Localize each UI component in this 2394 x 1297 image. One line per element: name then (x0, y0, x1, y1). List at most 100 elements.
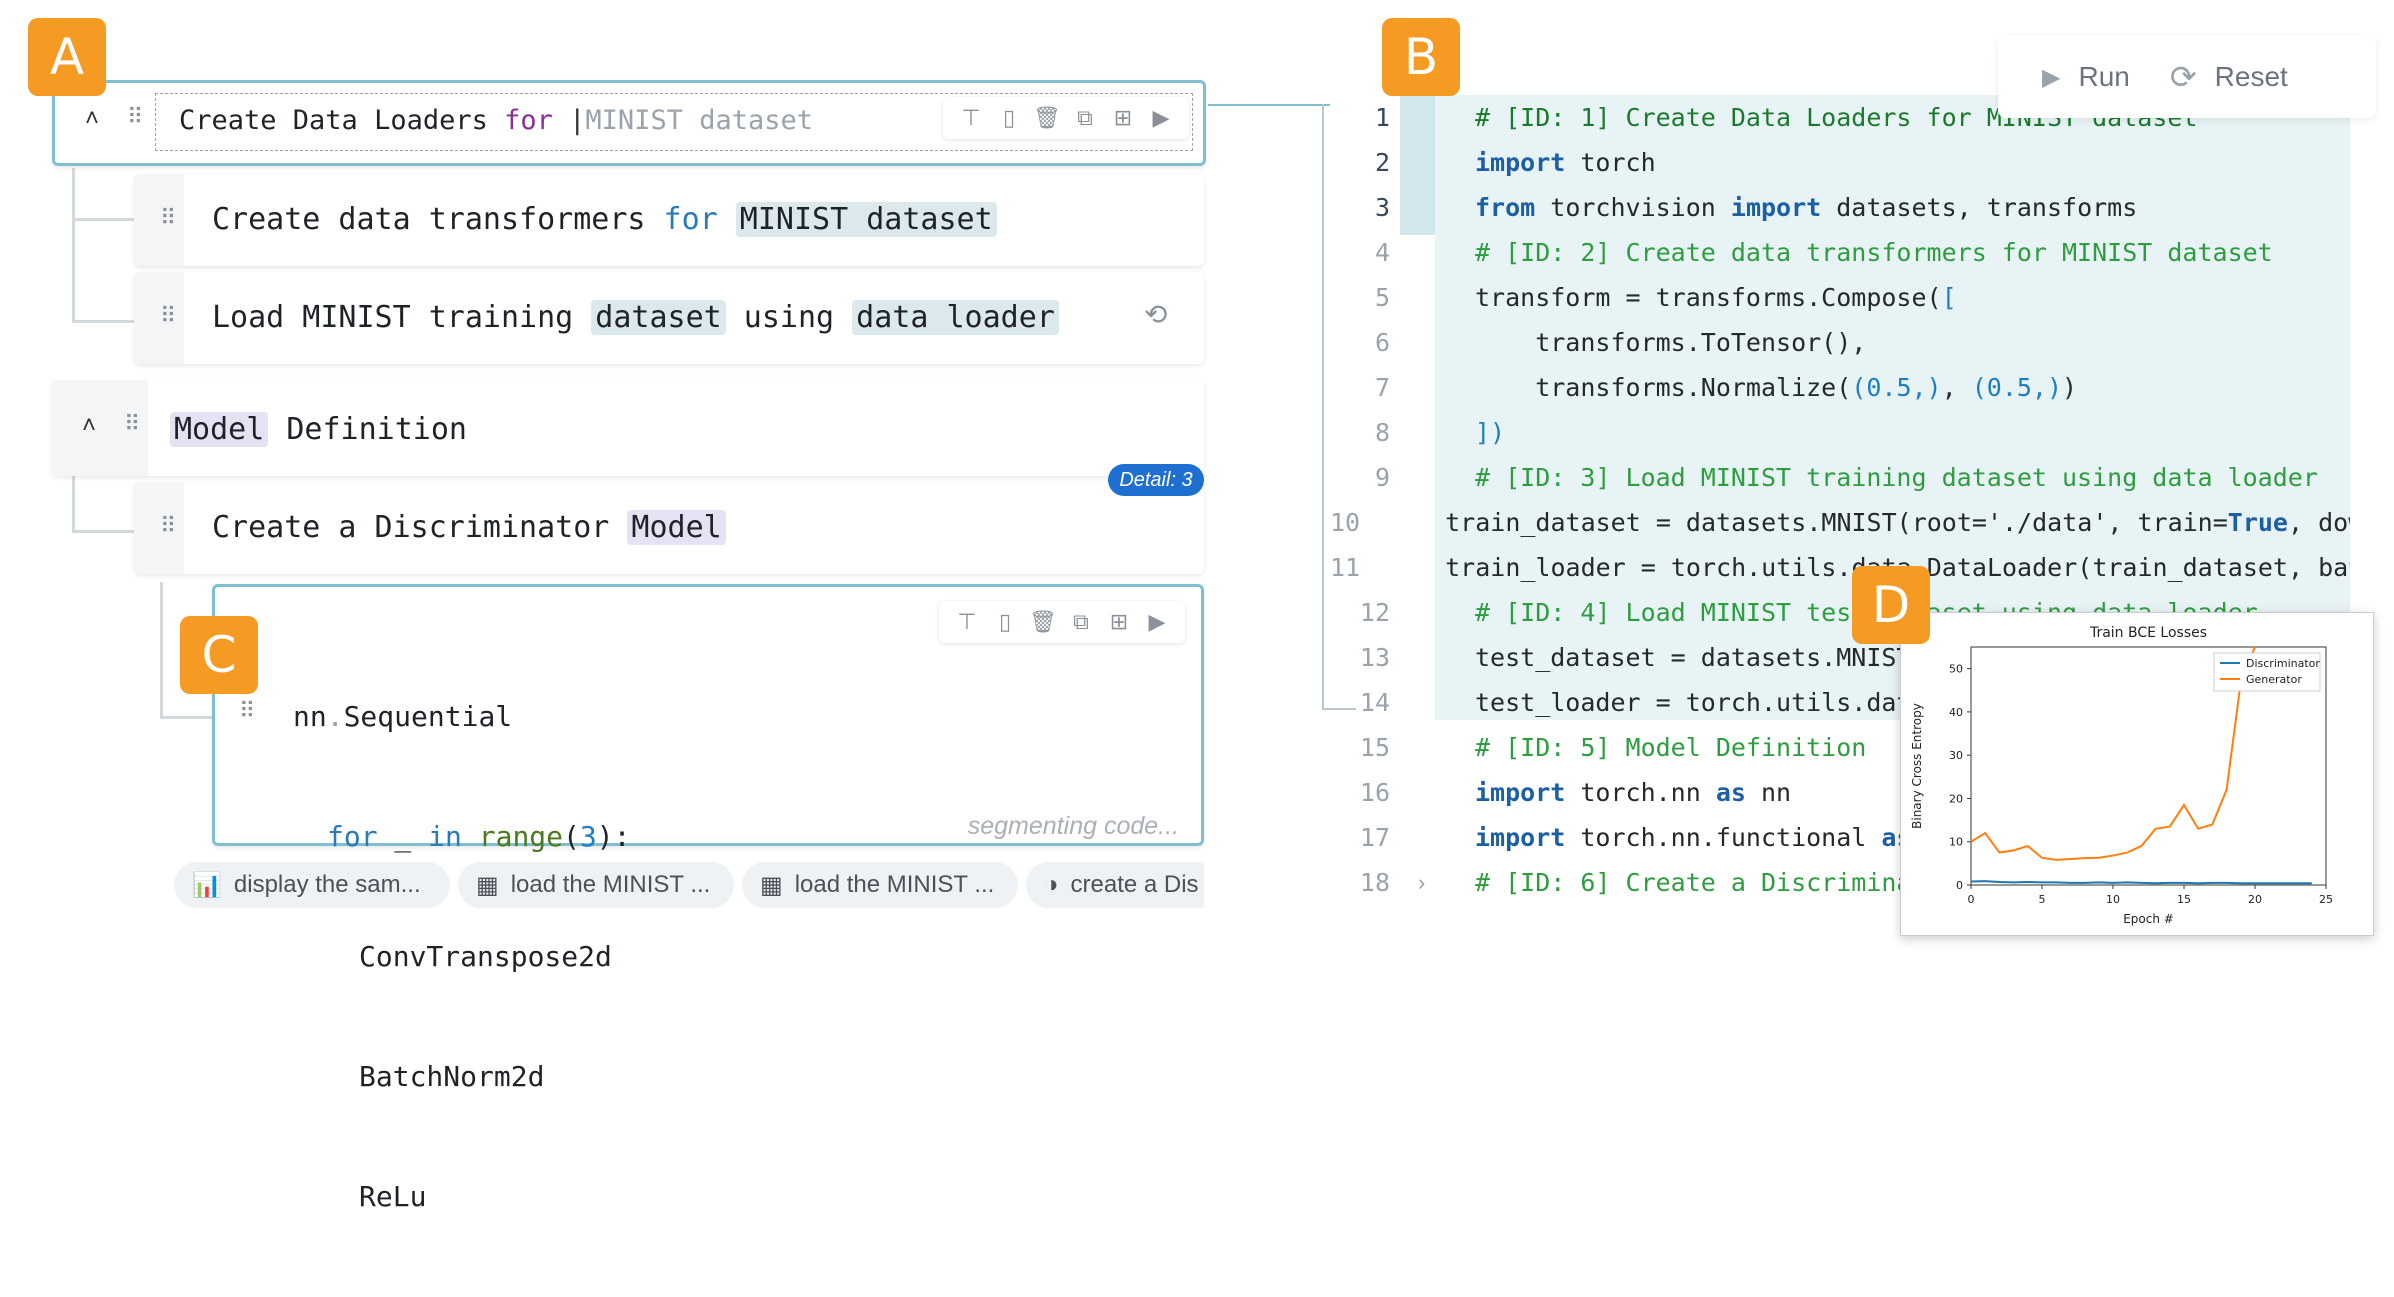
badge-b: B (1382, 18, 1460, 96)
legend-entry: Discriminator (2246, 657, 2320, 670)
code-line: 18›# [ID: 6] Create a Discriminato (1359, 868, 1942, 897)
x-tick-label: 25 (2319, 893, 2333, 906)
drag-handle-icon[interactable]: ⠿ (124, 412, 140, 437)
x-tick-label: 10 (2106, 893, 2120, 906)
cell-text: Create data transformers for MINIST data… (212, 202, 997, 237)
legend-entry: Generator (2246, 673, 2302, 686)
badge-a: A (28, 18, 106, 96)
suggestion-chip[interactable]: ◑create a Dis (1026, 862, 1204, 908)
expand-chevron-icon[interactable]: › (1418, 869, 1426, 895)
insert-column-icon[interactable]: ▯ (998, 609, 1012, 634)
code-highlight-bar (1400, 95, 1435, 235)
table-icon: ▦ (760, 871, 783, 899)
cell-toolbar: ⊤ ▯ 🗑 ⧉ ⊞ ▶ (943, 97, 1189, 139)
series-line-discriminator (1970, 880, 2312, 885)
cell-model-definition[interactable]: ˄ ⠿ Model Definition (52, 380, 1204, 476)
tree-line (72, 320, 134, 323)
y-tick-label: 10 (1949, 836, 1963, 849)
cell-text: Create a Discriminator Model (212, 510, 726, 545)
run-icon[interactable]: ▶ (1152, 105, 1170, 130)
tree-line (72, 168, 75, 323)
y-tick-label: 30 (1949, 749, 1963, 762)
connector-line (1208, 104, 1330, 106)
y-tick-label: 50 (1949, 663, 1963, 676)
code-line: 9# [ID: 3] Load MINIST training dataset … (1374, 463, 2318, 492)
x-tick-label: 5 (2039, 893, 2046, 906)
reset-button[interactable]: ⟳ Reset (2169, 59, 2288, 95)
tree-line (160, 716, 212, 719)
cell-text: Model Definition (170, 412, 467, 447)
drag-handle-icon[interactable]: ⠿ (127, 105, 143, 130)
tree-line (72, 530, 134, 533)
cell-text: Load MINIST training dataset using data … (212, 300, 1059, 335)
code-line: 4# [ID: 2] Create data transformers for … (1374, 238, 2273, 267)
code-cell[interactable]: ⊤ ▯ 🗑 ⧉ ⊞ ▶ nn.Sequential for _ in range… (212, 584, 1204, 1213)
collapse-chevron-icon[interactable]: ˄ (82, 412, 97, 439)
add-icon[interactable]: ⊞ (1113, 105, 1133, 130)
insert-column-icon[interactable]: ▯ (1002, 105, 1016, 130)
suggestion-chip[interactable]: 📊display the sam... (174, 862, 450, 908)
cell-create-discriminator[interactable]: ⠿ Create a Discriminator Model (134, 482, 1204, 574)
code-line: 8]) (1374, 418, 1506, 447)
code-line: 15# [ID: 5] Model Definition (1359, 733, 1867, 762)
cell-toolbar: ⊤ ▯ 🗑 ⧉ ⊞ ▶ (939, 601, 1185, 643)
run-panel: ▶ Run ⟳ Reset (1998, 36, 2376, 118)
history-icon[interactable]: ⟲ (1144, 299, 1168, 330)
drag-handle-icon[interactable]: ⠿ (239, 699, 255, 724)
collapse-chevron-icon[interactable]: ˄ (85, 105, 100, 132)
split-icon[interactable]: ⊤ (957, 609, 977, 634)
connector-line (1322, 104, 1324, 709)
code-line: 6 transforms.ToTensor(), (1374, 328, 1867, 357)
reset-icon: ⟳ (2169, 59, 2197, 95)
run-button[interactable]: ▶ Run (2042, 61, 2130, 92)
cell-title-text: Create Data Loaders for |MINIST dataset (179, 105, 813, 136)
drag-handle-icon[interactable]: ⠿ (160, 206, 176, 231)
tree-line (160, 582, 163, 718)
badge-d: D (1852, 566, 1930, 644)
tree-line (72, 218, 134, 221)
code-line: 7 transforms.Normalize((0.5,), (0.5,)) (1374, 373, 2078, 402)
connector-line (1322, 708, 1356, 710)
series-line-generator (1970, 646, 2256, 861)
x-axis-label: Epoch # (2123, 912, 2174, 926)
suggestion-chip[interactable]: ▦load the MINIST ... (742, 862, 1018, 908)
suggestion-chip[interactable]: ▦load the MINIST ... (458, 862, 734, 908)
segmenting-status: segmenting code... (967, 812, 1179, 840)
y-tick-label: 40 (1949, 706, 1963, 719)
y-tick-label: 0 (1956, 879, 1963, 892)
delete-icon[interactable]: 🗑 (1033, 105, 1061, 130)
drag-handle-icon[interactable]: ⠿ (160, 304, 176, 329)
add-icon[interactable]: ⊞ (1109, 609, 1129, 634)
drag-handle-icon[interactable]: ⠿ (160, 514, 176, 539)
cell-create-data-loaders[interactable]: ˄ ⠿ Create Data Loaders for |MINIST data… (52, 80, 1206, 166)
run-icon[interactable]: ▶ (1148, 609, 1166, 634)
copy-icon[interactable]: ⧉ (1077, 105, 1093, 130)
play-icon: ▶ (2042, 63, 2061, 91)
delete-icon[interactable]: 🗑 (1029, 609, 1057, 634)
bar-chart-icon: 📊 (192, 871, 222, 899)
x-tick-label: 15 (2177, 893, 2191, 906)
code-cell-content[interactable]: nn.Sequential for _ in range(3): ConvTra… (293, 700, 631, 1213)
table-icon: ▦ (476, 871, 499, 899)
split-icon[interactable]: ⊤ (961, 105, 981, 130)
y-tick-label: 20 (1949, 792, 1963, 805)
badge-c: C (180, 616, 258, 694)
cell-create-transformers[interactable]: ⠿ Create data transformers for MINIST da… (134, 174, 1204, 266)
y-axis-label: Binary Cross Entropy (1910, 703, 1924, 829)
tree-line (72, 476, 75, 532)
copy-icon[interactable]: ⧉ (1073, 609, 1089, 634)
detail-badge[interactable]: Detail: 3 (1108, 464, 1204, 496)
model-icon: ◑ (1044, 871, 1059, 898)
cell-load-training[interactable]: ⠿ Load MINIST training dataset using dat… (134, 272, 1204, 364)
plot-frame (1970, 646, 2327, 886)
chart-title: Train BCE Losses (2089, 625, 2207, 641)
